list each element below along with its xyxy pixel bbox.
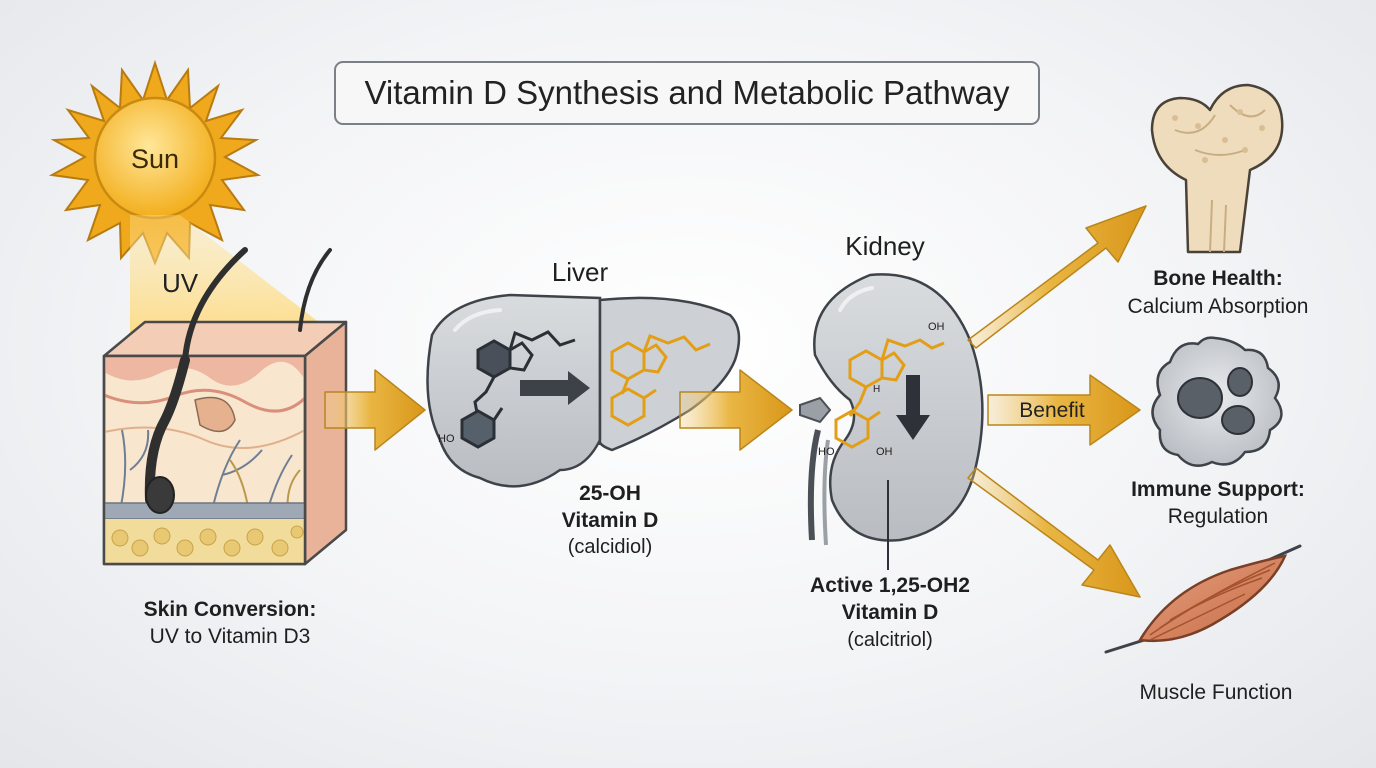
liver-product-line1: 25-OH [579, 482, 641, 505]
benefit-muscle-text: Muscle Function [1139, 681, 1293, 704]
muscle-illustration [1104, 544, 1302, 654]
benefit-bone-title: Bone Health: [1153, 267, 1283, 290]
renal-vessel [799, 396, 832, 424]
hair-follicle [145, 476, 175, 514]
calcidiol-molecule [610, 334, 711, 427]
immune-cell-illustration [1151, 336, 1283, 467]
immune-cell-nucleus-1 [1177, 377, 1223, 419]
hair [182, 247, 248, 363]
uv-label: UV [161, 268, 199, 298]
bone-shape [1150, 83, 1284, 254]
liver-illustration: HO [426, 293, 741, 488]
diagram-title-text: Vitamin D Synthesis and Metabolic Pathwa… [364, 74, 1010, 111]
arrow-to-bone [967, 205, 1147, 349]
calcitriol-molecule [834, 338, 945, 449]
kidney-illustration: OH H HO OH [799, 273, 984, 570]
liver-label: Liver [551, 257, 609, 287]
kidney-product-line2: Vitamin D [841, 601, 939, 624]
skin-subtitle: UV to Vitamin D3 [149, 625, 311, 648]
immune-cell-nucleus-3 [1221, 405, 1255, 435]
kidney-conversion-arrow [896, 375, 930, 440]
vitamin-d3-molecule [460, 330, 576, 449]
liver-product-line2: Vitamin D [561, 509, 659, 532]
skin-right-face [303, 320, 348, 566]
hair-2 [298, 248, 332, 332]
immune-cell-nucleus-2 [1227, 367, 1253, 397]
bone-illustration [1150, 83, 1284, 254]
kidney-product-line1: Active 1,25-OH2 [810, 574, 970, 597]
skin-cross-section [102, 247, 348, 566]
benefit-arrow-label: Benefit [1019, 399, 1085, 422]
arrow-liver-to-kidney [679, 369, 793, 451]
uv-light-beam [130, 215, 342, 340]
arrow-to-muscle [967, 467, 1141, 598]
kidney-molecule-h: H [873, 384, 880, 395]
benefit-bone-text: Calcium Absorption [1127, 295, 1309, 318]
benefit-immune-title: Immune Support: [1131, 478, 1305, 501]
skin-title: Skin Conversion: [143, 598, 317, 621]
kidney-product-name: (calcitriol) [847, 629, 933, 651]
liver-right-lobe [598, 296, 741, 452]
liver-conversion-arrow [520, 371, 590, 405]
kidney-molecule-ho: HO [818, 446, 835, 458]
skin-dermis-band [103, 502, 306, 520]
sun-illustration [48, 59, 262, 266]
kidney-molecule-oh: OH [876, 446, 893, 458]
arrow-to-immune [987, 374, 1141, 446]
diagram-title: Vitamin D Synthesis and Metabolic Pathwa… [334, 61, 1040, 125]
kidney-shape [813, 273, 984, 542]
benefit-immune-text: Regulation [1167, 505, 1269, 528]
liver-molecule-ho: HO [438, 433, 455, 445]
sun-label: Sun [130, 144, 180, 174]
kidney-molecule-oh-top: OH [928, 321, 945, 333]
liver-product-name: (calcidiol) [567, 536, 653, 558]
ureter [807, 429, 821, 541]
arrow-skin-to-liver [324, 369, 426, 451]
kidney-label: Kidney [845, 231, 925, 261]
